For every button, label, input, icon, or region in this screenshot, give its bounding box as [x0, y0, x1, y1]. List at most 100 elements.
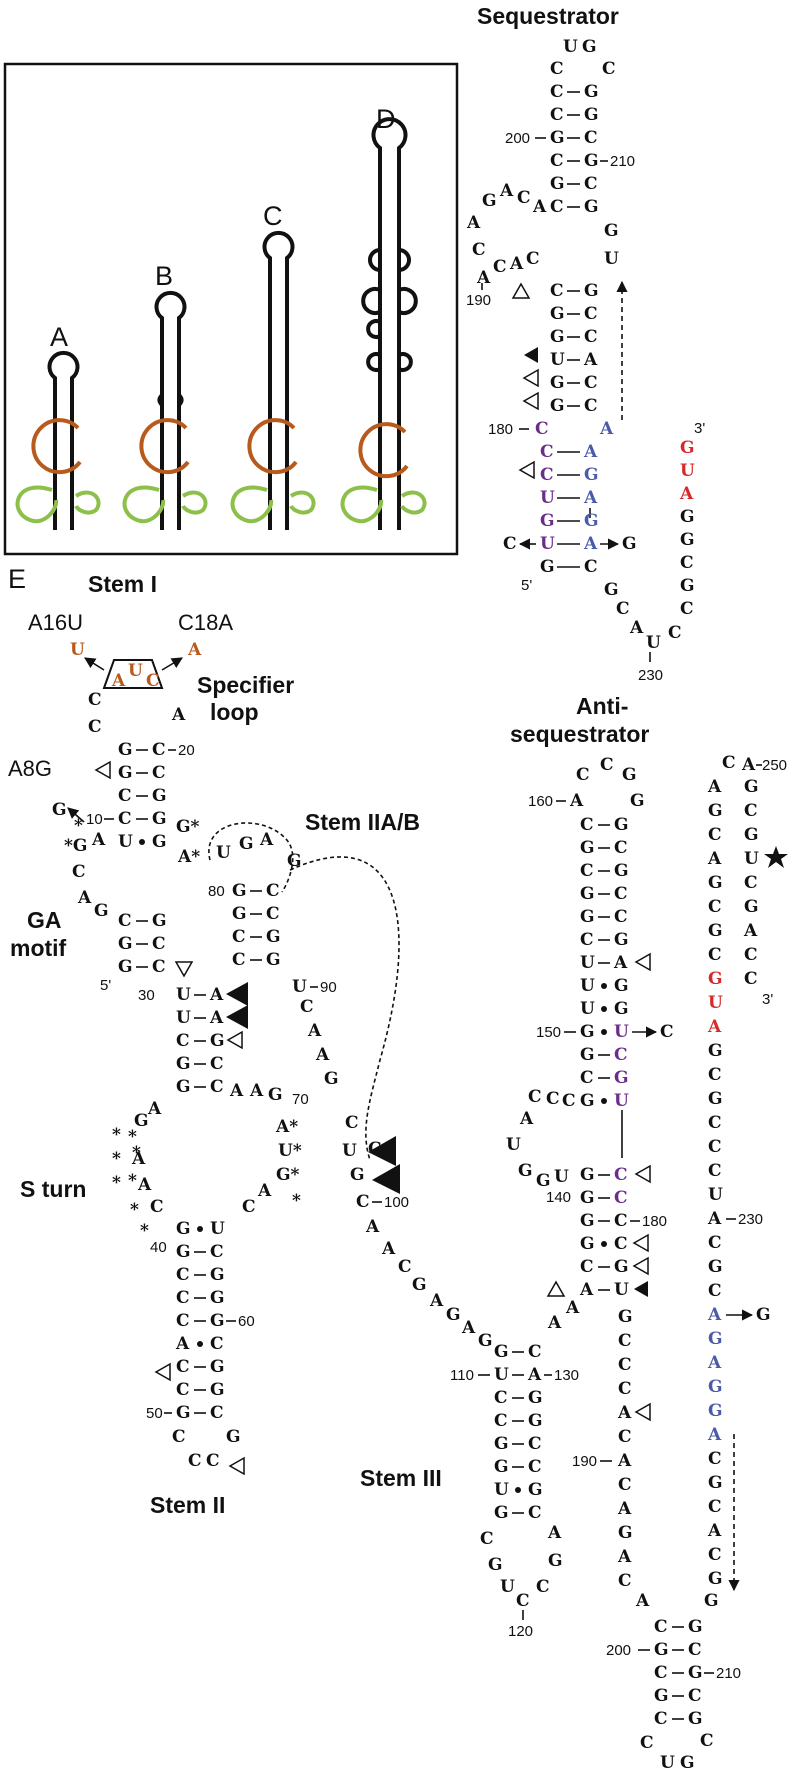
- star-icon: [764, 846, 788, 868]
- svg-text:C: C: [176, 1265, 190, 1285]
- svg-text:C: C: [176, 1031, 190, 1051]
- svg-text:C: C: [528, 1434, 542, 1454]
- svg-text:C: C: [618, 1427, 632, 1447]
- svg-text:C: C: [356, 1192, 370, 1212]
- mrna-loop-d: [358, 422, 409, 479]
- svg-text:A: A: [617, 1403, 632, 1423]
- triangle-open-icon: [94, 760, 111, 780]
- svg-text:C: C: [540, 442, 554, 462]
- svg-text:*: *: [292, 1191, 301, 1211]
- mrna-loop-a: [31, 418, 82, 475]
- svg-text:G: G: [550, 128, 565, 148]
- ribosome-c: [230, 485, 316, 524]
- svg-text:C: C: [614, 1211, 628, 1231]
- svg-text:*G: *G: [64, 836, 87, 856]
- svg-text:C: C: [700, 1731, 714, 1751]
- svg-text:G*: G*: [276, 1165, 300, 1185]
- svg-text:C: C: [708, 1161, 722, 1181]
- triangle-open-icon: [511, 282, 531, 299]
- svg-text:G: G: [580, 907, 595, 927]
- triangle-open-icon: [228, 1456, 245, 1476]
- ga-label: GA: [27, 907, 62, 933]
- svg-text:U: U: [494, 1365, 509, 1385]
- svg-text:A: A: [743, 921, 758, 941]
- svg-text:A8G: A8G: [8, 756, 52, 781]
- svg-text:C: C: [528, 1087, 542, 1107]
- svg-text:A: A: [519, 1109, 534, 1129]
- svg-text:G: G: [134, 1111, 149, 1131]
- svg-text:C: C: [576, 765, 590, 785]
- svg-text:A: A: [476, 268, 491, 288]
- stem-ii-label: Stem II: [150, 1492, 225, 1518]
- svg-text:G: G: [550, 373, 565, 393]
- svg-text:A: A: [707, 1305, 722, 1325]
- svg-text:140: 140: [546, 1189, 571, 1206]
- svg-text:G: G: [618, 1307, 633, 1327]
- svg-text:C: C: [708, 1065, 722, 1085]
- svg-text:3': 3': [762, 991, 773, 1008]
- svg-text:G: G: [518, 1161, 533, 1181]
- svg-text:G: G: [614, 861, 629, 881]
- svg-text:A: A: [249, 1081, 264, 1101]
- triangle-open-icon: [632, 1256, 649, 1276]
- ribosome-d: [340, 485, 427, 524]
- svg-text:C: C: [688, 1640, 702, 1660]
- svg-text:G: G: [210, 1357, 225, 1377]
- triangle-filled-icon: [524, 347, 538, 363]
- svg-text:U: U: [580, 953, 595, 973]
- svg-text:G: G: [614, 930, 629, 950]
- svg-text:5': 5': [521, 577, 532, 594]
- svg-text:G: G: [756, 1305, 771, 1325]
- svg-text:120: 120: [508, 1623, 533, 1640]
- svg-text:U: U: [540, 488, 555, 508]
- svg-text:U: U: [660, 1753, 675, 1773]
- svg-text:C: C: [72, 862, 86, 882]
- svg-text:C: C: [118, 809, 132, 829]
- svg-text:G: G: [494, 1342, 509, 1362]
- svg-text:*: *: [132, 1143, 141, 1163]
- svg-text:G: G: [708, 801, 723, 821]
- loop-label: loop: [210, 699, 259, 725]
- svg-text:A: A: [229, 1081, 244, 1101]
- svg-text:G: G: [708, 921, 723, 941]
- svg-text:C: C: [150, 1197, 164, 1217]
- svg-text:C: C: [535, 419, 549, 439]
- svg-text:G: G: [654, 1640, 669, 1660]
- schematic-frame: [3, 62, 459, 556]
- ribosome-b: [122, 485, 208, 524]
- svg-text:G: G: [680, 530, 695, 550]
- svg-text:C: C: [708, 1233, 722, 1253]
- svg-text:U: U: [680, 461, 695, 481]
- svg-text:G: G: [582, 37, 597, 57]
- svg-text:C: C: [550, 59, 564, 79]
- svg-text:U: U: [500, 1577, 515, 1597]
- svg-text:110: 110: [450, 1367, 474, 1384]
- svg-text:G: G: [688, 1617, 703, 1637]
- svg-text:G: G: [118, 763, 133, 783]
- svg-text:G: G: [708, 1089, 723, 1109]
- triangle-filled-icon: [226, 982, 248, 1006]
- svg-text:G: G: [584, 281, 599, 301]
- svg-text:G: G: [688, 1663, 703, 1683]
- svg-text:C: C: [580, 930, 594, 950]
- svg-text:C: C: [188, 1451, 202, 1471]
- svg-text:G: G: [550, 174, 565, 194]
- svg-text:C: C: [540, 465, 554, 485]
- label-e: E: [8, 564, 26, 594]
- svg-text:G: G: [614, 976, 629, 996]
- svg-text:180: 180: [488, 421, 513, 438]
- svg-text:C: C: [528, 1503, 542, 1523]
- svg-text:G: G: [584, 105, 599, 125]
- svg-text:G: G: [152, 786, 167, 806]
- svg-text:A: A: [466, 213, 481, 233]
- stem-i-label: Stem I: [88, 571, 157, 597]
- svg-text:U: U: [744, 849, 759, 869]
- svg-text:U: U: [708, 993, 723, 1013]
- svg-text:C: C: [206, 1451, 220, 1471]
- triangle-open-icon: [154, 1362, 171, 1382]
- svg-text:G: G: [152, 911, 167, 931]
- svg-text:G*: G*: [176, 817, 200, 837]
